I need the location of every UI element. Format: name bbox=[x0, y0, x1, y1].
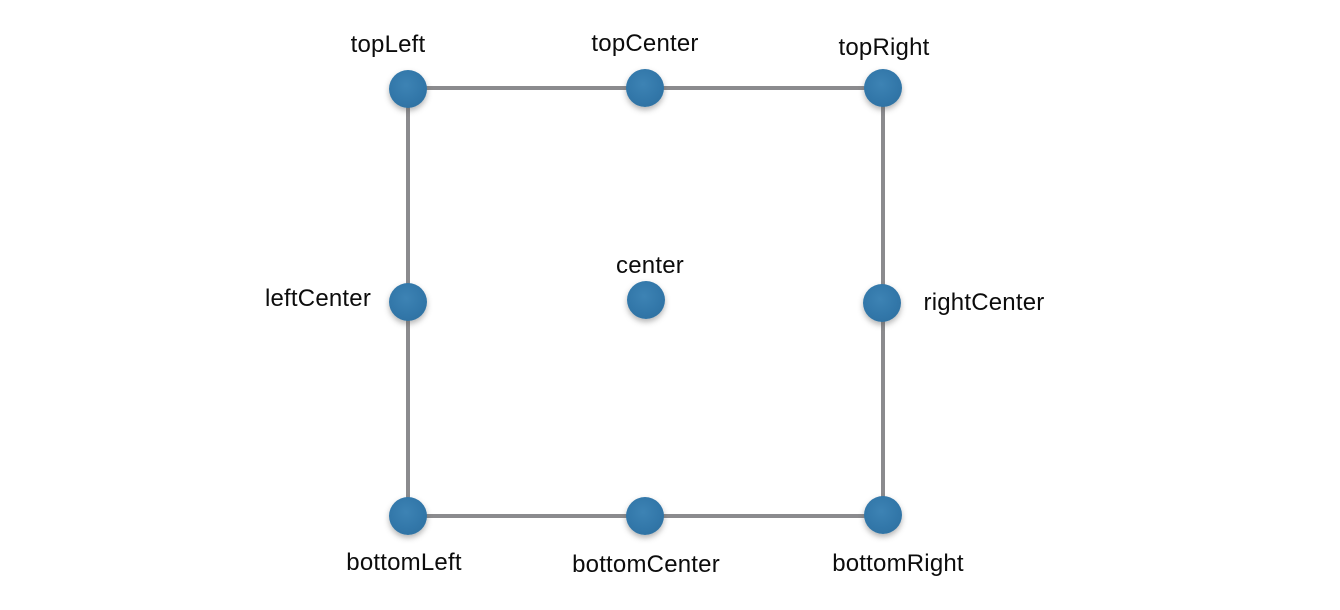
anchor-dot-top-center bbox=[626, 69, 664, 107]
anchor-dot-center bbox=[627, 281, 665, 319]
anchor-label-bottom-center: bottomCenter bbox=[572, 551, 720, 578]
anchor-label-bottom-right: bottomRight bbox=[832, 550, 964, 577]
anchor-dot-top-left bbox=[389, 70, 427, 108]
anchor-label-top-left: topLeft bbox=[350, 31, 426, 58]
anchor-label-right-center: rightCenter bbox=[923, 289, 1045, 316]
anchor-label-left-center: leftCenter bbox=[264, 285, 372, 312]
anchor-dot-right-center bbox=[863, 284, 901, 322]
anchor-label-bottom-left: bottomLeft bbox=[346, 549, 462, 576]
anchor-dot-top-right bbox=[864, 69, 902, 107]
anchor-label-center: center bbox=[616, 252, 684, 279]
anchor-dot-bottom-right bbox=[864, 496, 902, 534]
anchor-dot-bottom-center bbox=[626, 497, 664, 535]
anchor-dot-left-center bbox=[389, 283, 427, 321]
anchor-label-top-center: topCenter bbox=[591, 30, 699, 57]
anchor-label-top-right: topRight bbox=[838, 34, 930, 61]
anchor-dot-bottom-left bbox=[389, 497, 427, 535]
